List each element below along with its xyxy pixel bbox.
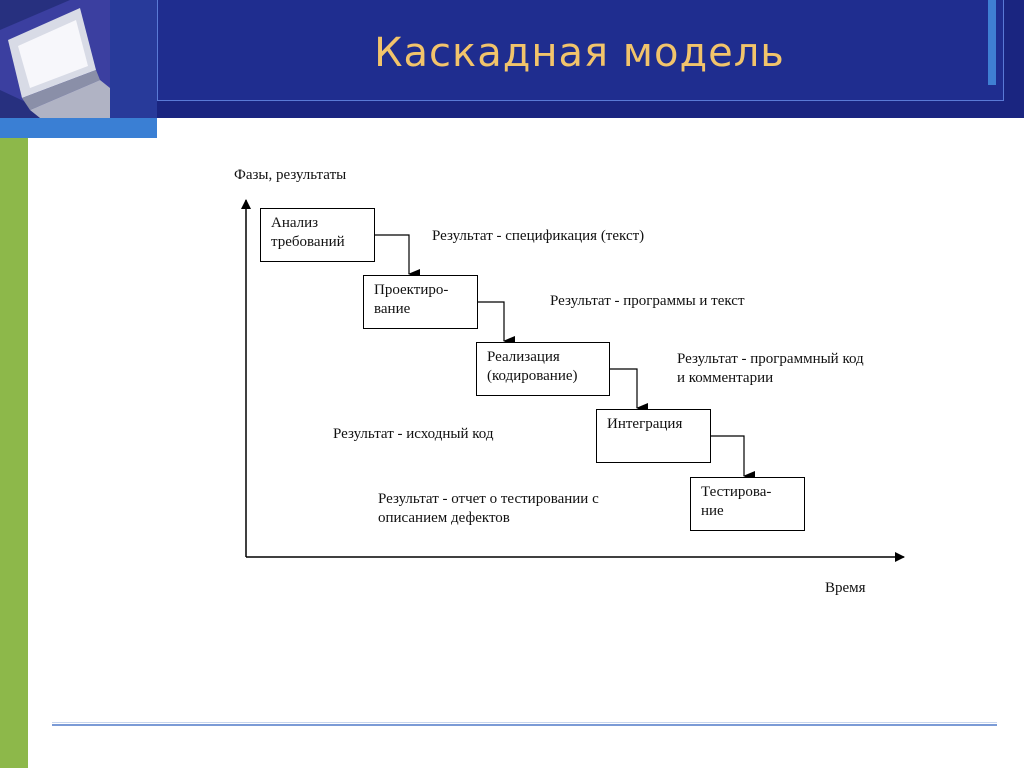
slide-title: Каскадная модель	[374, 30, 785, 76]
result-label-source: Результат - исходный код	[333, 425, 493, 444]
phase-box-line: (кодирование)	[487, 368, 578, 384]
result-line: Результат - спецификация (текст)	[432, 228, 645, 244]
phase-box-line: Реализация	[487, 349, 560, 365]
phase-box-line: Тестирова-	[701, 484, 772, 500]
connector-3	[609, 368, 648, 413]
phase-box-line: вание	[374, 301, 411, 317]
monitor-icon	[0, 0, 110, 118]
phase-box-testing: Тестирова- ние	[690, 477, 805, 531]
connector-1	[374, 234, 420, 279]
y-axis-label: Фазы, результаты	[234, 167, 347, 183]
phase-box-implementation: Реализация (кодирование)	[476, 342, 610, 396]
phase-box-line: Интеграция	[607, 416, 683, 432]
footer-rule	[52, 724, 997, 726]
header-strip	[110, 0, 157, 118]
phase-box-analysis: Анализ требований	[260, 208, 375, 262]
title-frame	[157, 0, 1004, 101]
result-line: Результат - отчет о тестировании с	[378, 491, 599, 507]
connector-4	[711, 435, 755, 481]
result-label-report: Результат - отчет о тестировании с описа…	[378, 490, 599, 528]
side-bar	[0, 138, 28, 768]
result-label-spec: Результат - спецификация (текст)	[432, 227, 644, 246]
result-label-programs: Результат - программы и текст	[550, 292, 745, 311]
x-axis-label: Время	[825, 580, 866, 596]
connector-2	[477, 301, 515, 346]
phase-box-line: требований	[271, 234, 345, 250]
header-accent-bar	[988, 0, 996, 85]
phase-box-design: Проектиро- вание	[363, 275, 478, 329]
result-label-code: Результат - программный код и комментари…	[677, 350, 864, 388]
phase-box-line: Анализ	[271, 215, 319, 231]
phase-box-line: Проектиро-	[374, 282, 449, 298]
footer-rule-light	[52, 722, 997, 723]
result-line: и комментарии	[677, 370, 774, 386]
header-band	[0, 118, 157, 138]
result-line: описанием дефектов	[378, 510, 510, 526]
result-line: Результат - программы и текст	[550, 293, 745, 309]
result-line: Результат - программный код	[677, 351, 864, 367]
result-line: Результат - исходный код	[333, 426, 494, 442]
phase-box-line: ние	[701, 503, 724, 519]
phase-box-integration: Интеграция	[596, 409, 711, 463]
